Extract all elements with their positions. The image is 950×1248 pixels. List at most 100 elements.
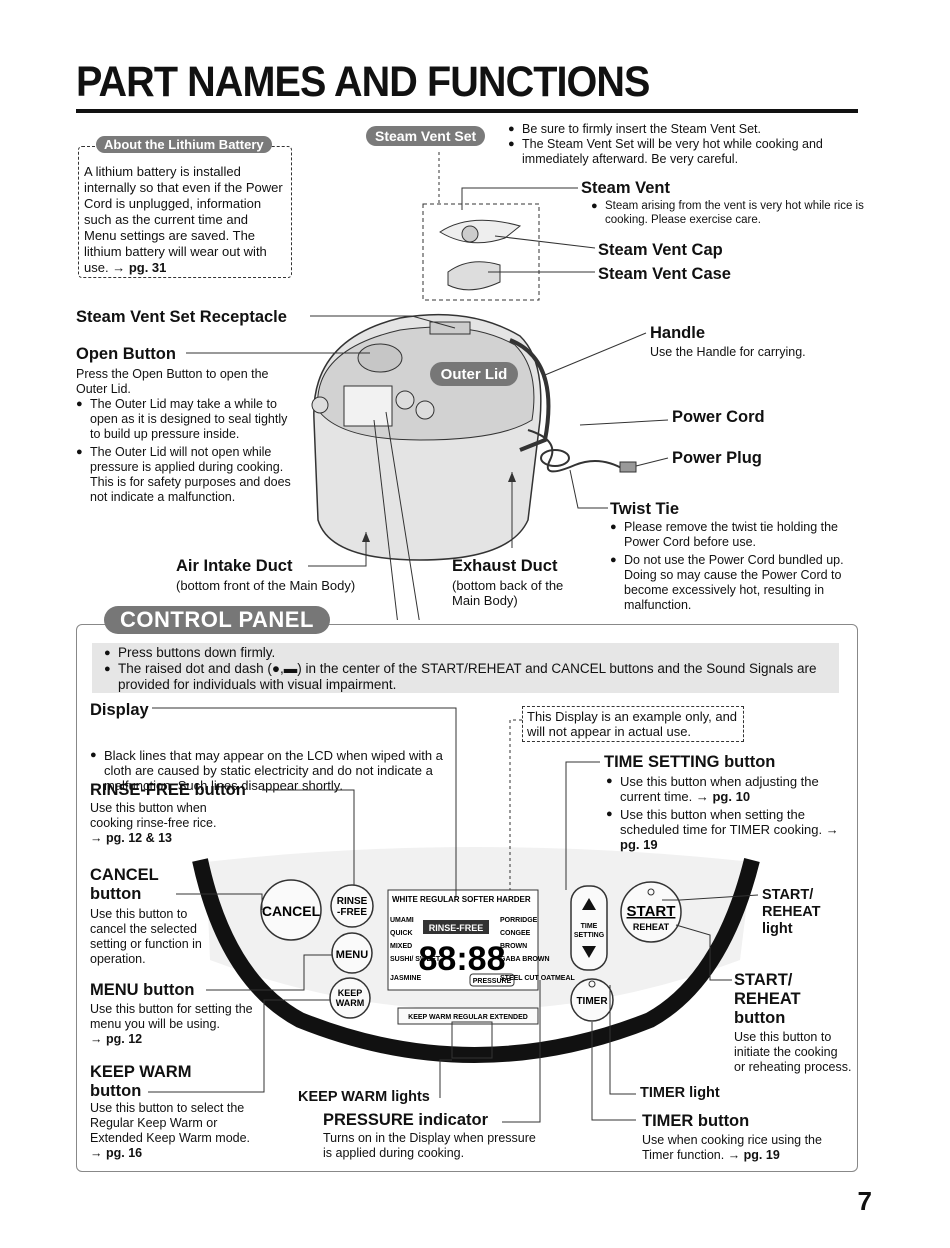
twist-tie-bullet-2: Do not use the Power Cord bundled up. Do… xyxy=(610,553,860,613)
handle-text: Use the Handle for carrying. xyxy=(650,345,806,359)
steam-vent-note: Steam arising from the vent is very hot … xyxy=(591,199,875,227)
lithium-badge: About the Lithium Battery xyxy=(96,136,272,153)
air-intake-label: Air Intake Duct xyxy=(176,557,293,575)
power-cord-shape xyxy=(527,429,626,473)
rinse-free-button-shape[interactable] xyxy=(330,884,374,928)
lcd-shape xyxy=(343,385,393,427)
menu-button-label: MENU button xyxy=(90,981,195,999)
lcd-left-2: MIXED xyxy=(390,943,412,950)
display-example-note: This Display is an example only, and wil… xyxy=(522,706,744,742)
pressure-indicator-label: PRESSURE indicator xyxy=(323,1111,489,1129)
control-panel-note-2: The raised dot and dash (●,▬) in the cen… xyxy=(104,661,839,693)
panel-rim xyxy=(192,858,760,1063)
time-setting-label: TIME SETTING button xyxy=(604,753,776,771)
time-button-text-2: SETTING xyxy=(574,932,605,939)
steam-vent-set-box xyxy=(422,203,540,301)
rinse-free-ref: → pg. 12 & 13 xyxy=(90,831,172,845)
lcd-panel xyxy=(387,889,539,991)
timer-button-label: TIMER button xyxy=(642,1112,750,1130)
power-cord-label: Power Cord xyxy=(672,408,765,426)
keep-warm-button-text: Use this button to select the Regular Ke… xyxy=(90,1101,251,1160)
lcd-right-1: CONGEE xyxy=(500,930,531,937)
time-setting-bullet-1: Use this button when adjusting the curre… xyxy=(620,774,819,804)
open-button-shape xyxy=(357,343,403,373)
lcd-top-row: WHITE REGULAR SOFTER HARDER xyxy=(392,895,531,904)
steam-vent-set-bullet-1: Be sure to firmly insert the Steam Vent … xyxy=(508,122,848,137)
title-rule xyxy=(76,109,858,113)
rinse-button-text-2: -FREE xyxy=(337,907,367,918)
exhaust-label: Exhaust Duct xyxy=(452,557,558,575)
start-reheat-button-label: START/ REHEAT button xyxy=(734,971,801,1027)
receptacle-label: Steam Vent Set Receptacle xyxy=(76,308,287,326)
control-panel-badge: CONTROL PANEL xyxy=(104,606,330,634)
cancel-label: CANCEL button xyxy=(90,866,159,903)
time-setting-notes: Use this button when adjusting the curre… xyxy=(606,774,846,852)
twist-tie-notes: Please remove the twist tie holding the … xyxy=(610,520,860,613)
timer-button-text: Use when cooking rice using the Timer fu… xyxy=(642,1133,822,1162)
start-reheat-button-shape[interactable] xyxy=(620,881,682,943)
page-number: 7 xyxy=(857,1186,872,1216)
reheat-button-text-graphic: REHEAT xyxy=(633,922,670,932)
timer-button-ref: → pg. 19 xyxy=(727,1148,780,1162)
lcd-right-2: BROWN xyxy=(500,943,527,950)
open-button-label: Open Button xyxy=(76,345,176,363)
rinse-free-text: Use this button when cooking rinse-free … xyxy=(90,801,217,845)
time-setting-ref-1: → pg. 10 xyxy=(695,789,751,804)
menu-button-text: Use this button for setting the menu you… xyxy=(90,1002,253,1046)
power-plug-label: Power Plug xyxy=(672,449,762,467)
lithium-ref: → pg. 31 xyxy=(112,260,167,275)
cancel-text: Use this button to cancel the selected s… xyxy=(90,907,202,966)
lcd-left-0: UMAMI xyxy=(390,917,414,924)
cancel-button-text-graphic: CANCEL xyxy=(262,903,321,919)
open-button-text: Press the Open Button to open the Outer … xyxy=(76,367,291,505)
steam-vent-label: Steam Vent xyxy=(581,179,670,197)
menu-button-shape[interactable] xyxy=(331,932,373,974)
time-setting-ref-2: → pg. 19 xyxy=(620,822,839,852)
power-plug-shape xyxy=(619,461,637,473)
open-button-bullet-1: The Outer Lid may take a while to open a… xyxy=(76,397,291,442)
keep-warm-button-shape[interactable] xyxy=(329,977,371,1019)
steam-vent-set-notes: Be sure to firmly insert the Steam Vent … xyxy=(508,122,848,167)
lcd-right-0: PORRIDGE xyxy=(500,917,538,924)
time-setting-bullet-2: Use this button when setting the schedul… xyxy=(620,807,823,837)
lcd-left-1: QUICK xyxy=(390,930,413,937)
steam-vent-set-bullet-2: The Steam Vent Set will be very hot whil… xyxy=(508,137,848,167)
time-setting-button-shape[interactable] xyxy=(570,885,608,971)
display-label: Display xyxy=(90,701,149,719)
lcd-rinse-bg xyxy=(423,920,489,934)
handle-label: Handle xyxy=(650,324,706,342)
lithium-text: A lithium battery is installed internall… xyxy=(84,164,283,275)
timer-button-shape[interactable] xyxy=(570,978,614,1022)
lcd-pressure: PRESSURE xyxy=(473,978,512,985)
handle-shape xyxy=(509,338,551,452)
twist-tie-bullet-1: Please remove the twist tie holding the … xyxy=(610,520,860,550)
control-panel-notes: Press buttons down firmly. The raised do… xyxy=(104,645,839,693)
display-text: Black lines that may appear on the LCD w… xyxy=(90,748,459,793)
rice-cooker-illustration: Outer Lid xyxy=(186,152,669,620)
lcd-digits: 88:88 xyxy=(419,940,506,978)
lcd-rinse: RINSE-FREE xyxy=(429,923,484,933)
page-title: PART NAMES AND FUNCTIONS xyxy=(76,58,650,106)
keep-warm-button-ref: → pg. 16 xyxy=(90,1146,143,1160)
steam-vent-cap-shape xyxy=(439,219,522,244)
lcd-left-3: SUSHI/ SWEET xyxy=(390,956,441,963)
menu-button-ref: → pg. 12 xyxy=(90,1032,143,1046)
rinse-button-text-1: RINSE xyxy=(337,896,368,907)
lcd-left-4: JASMINE xyxy=(390,975,421,982)
air-intake-text: (bottom front of the Main Body) xyxy=(176,578,356,593)
cancel-button-shape[interactable] xyxy=(260,879,322,941)
lcd-keep-warm-row: KEEP WARM REGULAR EXTENDED xyxy=(408,1014,528,1021)
pressure-indicator-text: Turns on in the Display when pressure is… xyxy=(323,1131,536,1160)
lcd-right-4: STEEL CUT OATMEAL xyxy=(500,975,576,982)
steam-vent-cap-label: Steam Vent Cap xyxy=(598,241,723,259)
timer-button-text-graphic: TIMER xyxy=(576,996,608,1007)
rinse-free-label: RINSE-FREE button xyxy=(90,781,246,799)
keep-button-text-2: WARM xyxy=(336,998,365,1008)
timer-light-label: TIMER light xyxy=(640,1085,720,1101)
outer-lid-badge: Outer Lid xyxy=(441,366,508,383)
steam-vent-case-label: Steam Vent Case xyxy=(598,265,731,283)
exhaust-text: (bottom back of the Main Body) xyxy=(452,578,564,608)
keep-button-text-1: KEEP xyxy=(338,988,363,998)
keep-warm-button-label: KEEP WARM button xyxy=(90,1063,192,1100)
